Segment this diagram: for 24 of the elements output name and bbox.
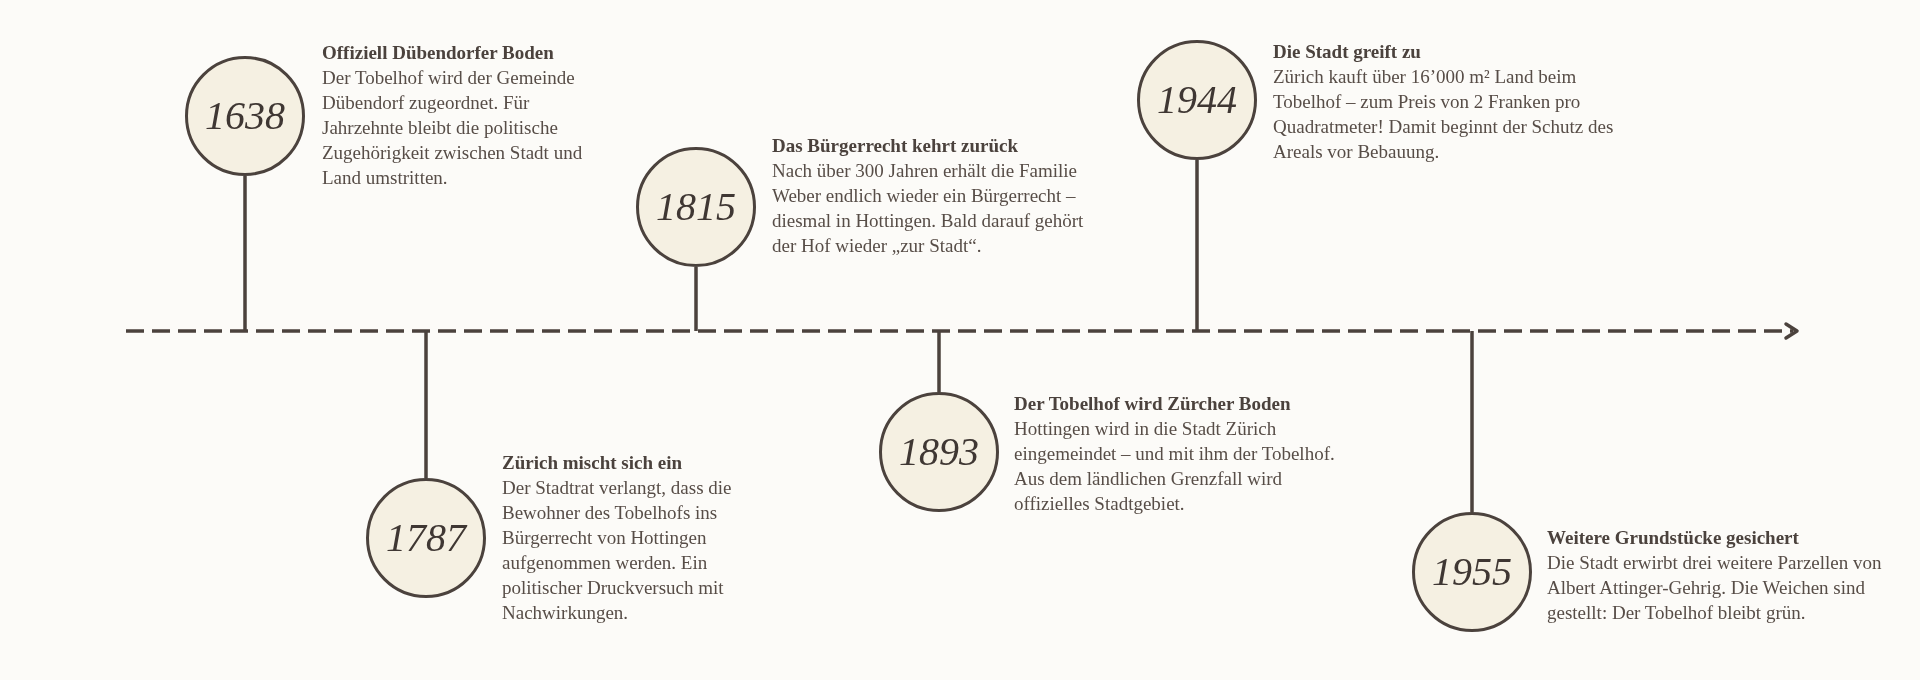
year-label: 1787 xyxy=(386,518,466,558)
stem-line xyxy=(694,267,698,331)
event-title: Zürich mischt sich ein xyxy=(502,451,682,475)
event-description: Der Tobelhof wird der Gemeinde Dübendorf zugeordnet. Für Jahrzehnte bleibt die politische Zugehörigkeit zwischen Stadt und Land umstritten. xyxy=(322,66,584,190)
year-label: 1955 xyxy=(1432,552,1512,592)
event-description: Zürich kauft über 16’000 m² Land beim Tobelhof – zum Preis von 2 Franken pro Quadratmeter! Damit beginnt der Schutz des Areals vor Bebauung. xyxy=(1273,65,1615,164)
event-title: Der Tobelhof wird Zürcher Boden xyxy=(1014,392,1291,416)
event-description: Die Stadt erwirbt drei weitere Parzellen von Albert Attinger-Gehrig. Die Weichen sind gestellt: Der Tobelhof bleibt grün. xyxy=(1547,551,1883,625)
event-description: Nach über 300 Jahren erhält die Familie Weber endlich wieder ein Bürgerrecht – diesmal in Hottingen. Bald darauf gehört der Hof wieder „zur Stadt“. xyxy=(772,159,1085,258)
year-label: 1893 xyxy=(899,432,979,472)
event-title: Offiziell Dübendorfer Boden xyxy=(322,41,554,65)
event-description: Hottingen wird in die Stadt Zürich eingemeindet – und mit ihm der Tobelhof. Aus dem ländlichen Grenzfall wird offizielles Stadtgebiet. xyxy=(1014,417,1336,516)
event-title: Weitere Grundstücke gesichert xyxy=(1547,526,1799,550)
event-description: Der Stadtrat verlangt, dass die Bewohner des Tobelhofs ins Bürgerrecht von Hottingen aufgenommen werden. Ein politischer Druckversuch mit Nachwirkungen. xyxy=(502,476,733,625)
event-title: Die Stadt greift zu xyxy=(1273,40,1421,64)
event-title: Das Bürgerrecht kehrt zurück xyxy=(772,134,1019,158)
year-label: 1944 xyxy=(1157,80,1237,120)
year-label: 1638 xyxy=(205,96,285,136)
stem-line xyxy=(243,176,247,331)
stem-line xyxy=(1195,160,1199,331)
year-label: 1815 xyxy=(656,187,736,227)
stem-line xyxy=(1470,331,1474,512)
stem-line xyxy=(937,331,941,392)
stem-line xyxy=(424,331,428,478)
